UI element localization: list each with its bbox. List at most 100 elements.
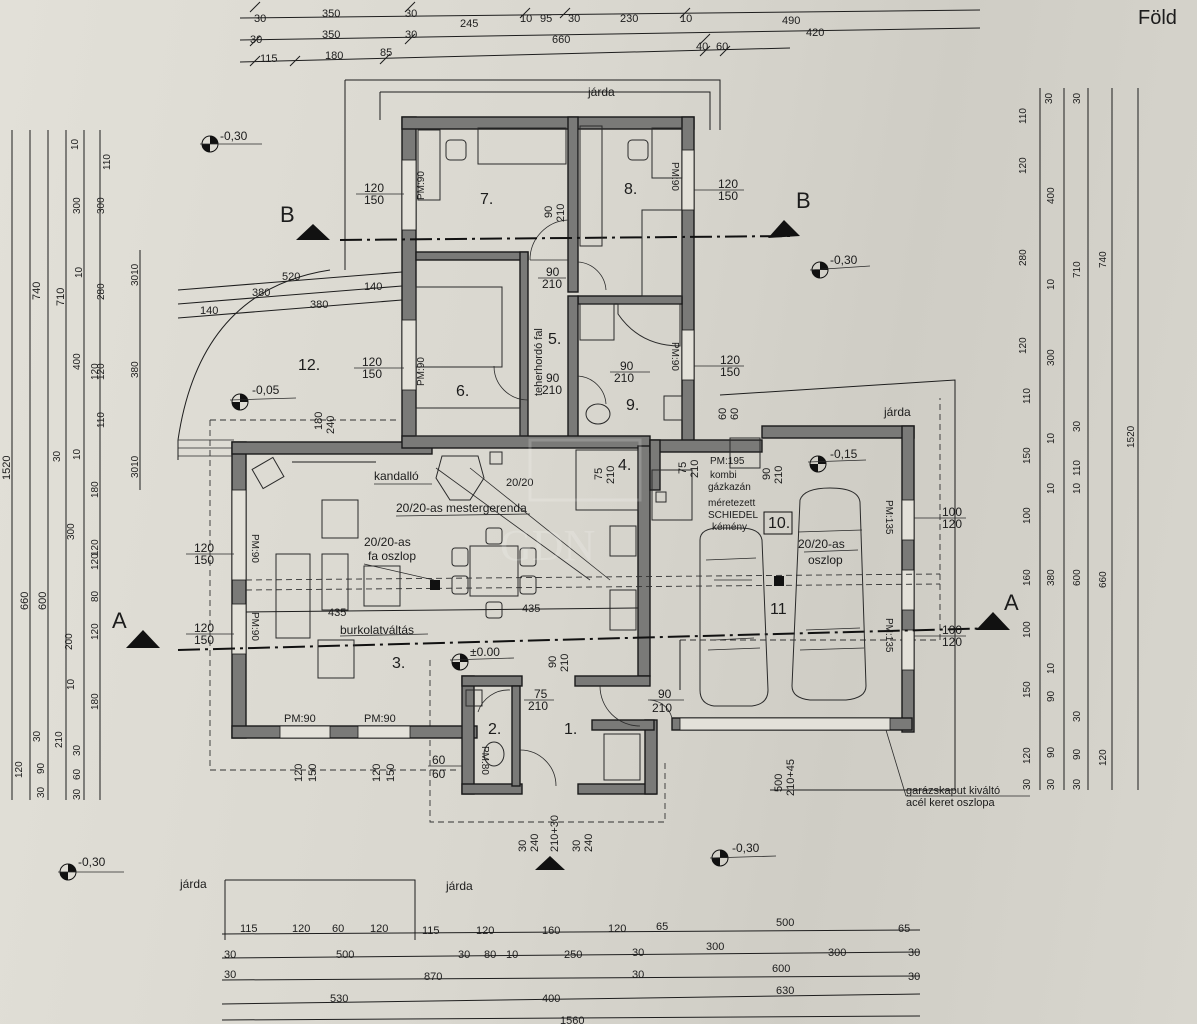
entrance-marker <box>535 856 565 870</box>
toilet-icon <box>585 403 611 425</box>
dim-top: 95 <box>540 13 552 25</box>
dim-right: 1520 <box>1126 425 1137 448</box>
dim-top: 115 <box>260 53 278 65</box>
door-mark: 210 <box>773 466 785 484</box>
dim-left: 60 <box>72 768 83 780</box>
dim-left: 80 <box>90 590 101 602</box>
label-pm: PM:90 <box>364 713 396 725</box>
chair-icon <box>519 575 537 595</box>
dim-bottom: 115 <box>240 923 258 935</box>
room-label: 11 <box>770 601 787 618</box>
dim-left: 180 <box>90 481 101 498</box>
dim-left: 280 <box>96 283 107 300</box>
level-marker <box>709 849 777 867</box>
window-mark: 150 <box>720 365 740 379</box>
door-mark: 210 <box>559 654 571 672</box>
level-label: -0,30 <box>78 855 106 869</box>
label-chimney: SCHIEDEL <box>708 510 758 521</box>
dim-inner: 140 <box>200 305 218 317</box>
label-column: oszlop <box>808 553 843 567</box>
column <box>774 576 784 586</box>
room-label: 5. <box>548 331 561 348</box>
dim-bottom: 400 <box>542 993 560 1005</box>
door-mark: 75 <box>677 462 689 474</box>
step-mark: 240 <box>529 834 541 852</box>
dim-inner: 180 <box>313 412 325 430</box>
dim-top: 30 <box>568 13 580 25</box>
window-mark: 150 <box>362 367 382 381</box>
dim-right: 90 <box>1046 690 1057 702</box>
window-mark: 120 <box>720 353 740 367</box>
dim-left: 10 <box>72 448 83 460</box>
section-b-label: B <box>280 202 295 227</box>
dim-right: 110 <box>1072 460 1083 476</box>
dim-right: 120 <box>1018 337 1029 354</box>
label-chimney: méretezett <box>708 498 755 509</box>
annotations: járda járda járda járda kandalló 20/20-a… <box>179 85 1030 893</box>
level-marker <box>809 261 871 279</box>
section-b-marker-left <box>296 224 330 240</box>
door-mark: 210 <box>528 699 548 713</box>
room-label: 7. <box>480 191 493 208</box>
window-mark: 60 <box>432 767 446 781</box>
door-mark: 90 <box>547 656 559 668</box>
level-marker <box>200 135 262 153</box>
bed-room7 <box>477 127 567 165</box>
dim-top: 230 <box>620 13 638 25</box>
dim-left: 30 <box>32 730 43 742</box>
level-label: -0,30 <box>732 841 760 855</box>
step-mark: 240 <box>583 834 595 852</box>
dim-right: 660 <box>1098 571 1109 588</box>
dim-top: 40 <box>696 41 708 53</box>
dim-bottom: 1560 <box>560 1015 584 1024</box>
dim-left: 400 <box>72 353 83 370</box>
dim-bottom: 870 <box>424 971 442 983</box>
label-flue-size: 20/20 <box>506 477 534 489</box>
room-label: 6. <box>456 383 469 400</box>
door-mark: 210+45 <box>785 759 797 796</box>
dim-right: 30 <box>1072 92 1083 104</box>
dim-bottom: 160 <box>542 925 560 937</box>
label-jarda: járda <box>179 877 207 891</box>
dim-bottom: 120 <box>292 923 310 935</box>
watermark-text: GDN <box>500 521 595 570</box>
dim-left: 300 <box>96 197 107 214</box>
section-b-marker-right <box>768 220 800 238</box>
label-garage-frame: garázskaput kiváltó <box>906 785 1000 797</box>
label-pm: PM:90 <box>416 171 427 200</box>
dim-bottom: 120 <box>370 923 388 935</box>
label-pm: PM:135 <box>883 618 894 653</box>
dim-left: 120 <box>90 553 101 570</box>
dim-left: 10 <box>74 266 85 278</box>
room-label: 2. <box>488 721 501 738</box>
level-marker <box>807 455 867 473</box>
dim-left: 1520 <box>1 456 13 480</box>
level-marker <box>449 653 515 671</box>
sink-icon <box>609 589 637 631</box>
dim-left: 660 <box>19 592 31 610</box>
section-a-label: A <box>1004 590 1019 615</box>
dim-right: 30 <box>1072 778 1083 790</box>
shower <box>579 303 615 341</box>
dim-right: 10 <box>1072 482 1083 494</box>
dim-right: 120 <box>1098 749 1109 766</box>
dim-top: 30 <box>405 8 417 20</box>
chair-icon <box>485 527 503 545</box>
windows <box>231 149 915 739</box>
door-mark: 90 <box>761 468 773 480</box>
window-mark: 120 <box>362 355 382 369</box>
dim-bottom: 530 <box>330 993 348 1005</box>
dim-top: 660 <box>552 34 570 46</box>
label-pm: PM:90 <box>249 534 260 563</box>
section-a-marker-right <box>976 612 1010 630</box>
label-wood-column: fa oszlop <box>368 549 416 563</box>
dim-right: 10 <box>1046 662 1057 674</box>
dim-bottom: 65 <box>898 923 910 935</box>
dim-right: 100 <box>1022 621 1033 638</box>
dim-left: 120 <box>14 761 25 778</box>
door-mark: 90 <box>546 265 560 279</box>
dim-bottom: 630 <box>776 985 794 997</box>
dim-right: 110 <box>1022 388 1033 404</box>
label-pm: PM:195 <box>710 456 745 467</box>
